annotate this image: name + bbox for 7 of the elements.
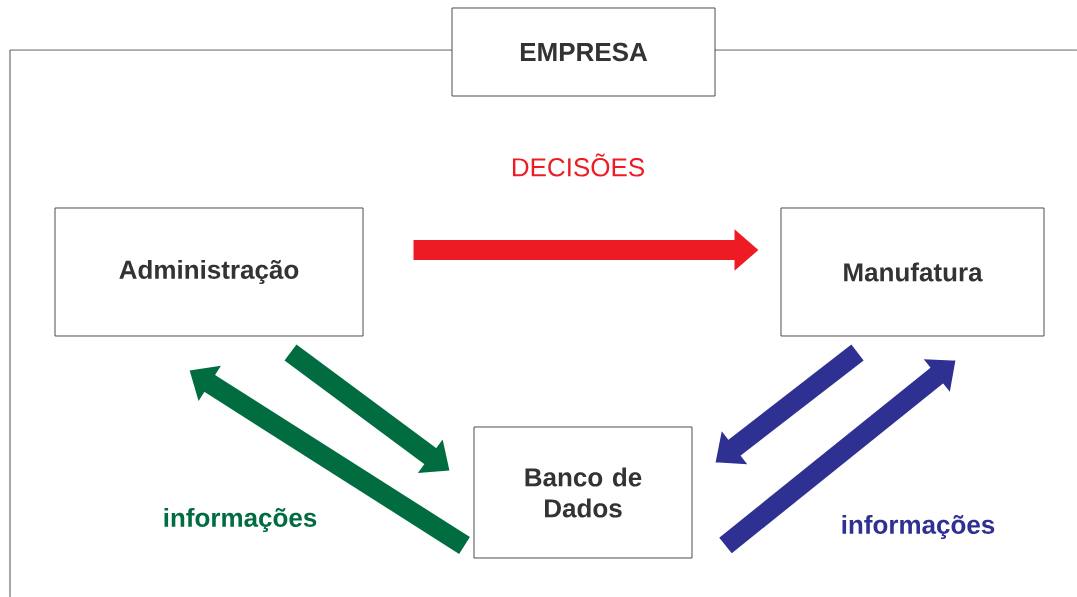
process-box: Manufatura bbox=[780, 207, 1045, 337]
edge-label: informações bbox=[842, 514, 995, 540]
edge-label: informações bbox=[164, 507, 317, 533]
process-box: Banco de Dados bbox=[473, 426, 693, 559]
edge-label: DECISÕES bbox=[512, 153, 644, 177]
process-box: Administração bbox=[54, 207, 364, 337]
title-box: EMPRESA bbox=[451, 7, 716, 97]
